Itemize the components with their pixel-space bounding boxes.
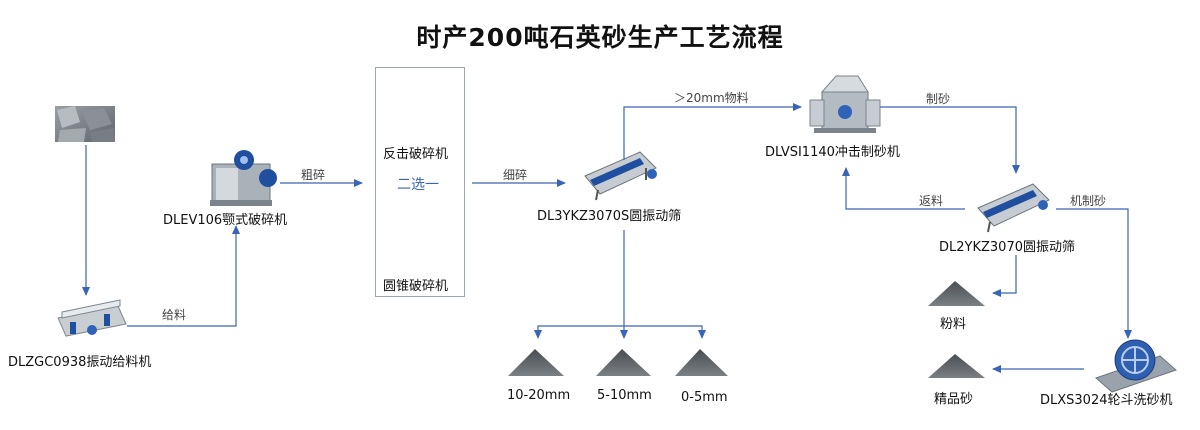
edge-label-over-20mm: ＞20mm物料: [674, 91, 749, 105]
arrow-sandmaker-to-screen2: [880, 106, 1020, 174]
impact-crusher-label: 反击破碎机: [383, 147, 449, 162]
product-label-5-10mm: 5-10mm: [597, 388, 652, 403]
product-label-fine-sand: 精品砂: [934, 392, 974, 407]
jaw-crusher-icon: [210, 150, 277, 206]
cone-crusher-label: 圆锥破碎机: [383, 279, 449, 294]
sand-making-machine-icon: [809, 75, 881, 133]
product-pile-powder: [928, 281, 985, 306]
product-pile-10-20mm: [508, 349, 564, 376]
edge-label-machine-sand: 机制砂: [1070, 194, 1107, 208]
feeder-label: DLZGC0938振动给料机: [8, 355, 152, 370]
raw-stone-image: [55, 106, 115, 142]
secondary-crusher-box: [375, 67, 465, 297]
edge-label-return: 返料: [919, 194, 944, 208]
page-title: 时产200吨石英砂生产工艺流程: [416, 23, 784, 52]
edge-label-fine-crush: 细碎: [503, 168, 528, 182]
arrow-screen2-to-powder: [992, 255, 1017, 297]
product-pile-fine-sand: [928, 354, 985, 378]
sand-washer-icon: [1095, 339, 1177, 393]
product-pile-0-5mm: [675, 349, 728, 376]
product-pile-5-10mm: [596, 349, 651, 376]
arrow-screen2-to-washer: [1056, 208, 1132, 339]
arrow-feeder-to-jaw: [127, 225, 240, 327]
choose-one-label: 二选一: [397, 177, 439, 193]
arrow-screen1-to-sandmaker: [623, 103, 802, 160]
edge-label-feed: 给料: [162, 308, 187, 322]
edge-label-make-sand: 制砂: [926, 92, 951, 106]
screen-1-label: DL3YKZ3070S圆振动筛: [537, 209, 682, 224]
jaw-crusher-label: DLEV106颚式破碎机: [163, 213, 288, 228]
arrow-screen2-return: [842, 167, 965, 210]
vibrating-screen-2-icon: [977, 183, 1050, 233]
vibrating-feeder-icon: [57, 299, 127, 337]
sand-maker-label: DLVSI1140冲击制砂机: [765, 145, 900, 160]
screen-2-label: DL2YKZ3070圆振动筛: [939, 240, 1075, 255]
vibrating-screen-1-icon: [584, 151, 657, 201]
sand-washer-label: DLXS3024轮斗洗砂机: [1040, 393, 1173, 408]
product-label-powder: 粉料: [940, 317, 967, 332]
edge-label-coarse-crush: 粗碎: [301, 168, 326, 182]
product-label-10-20mm: 10-20mm: [507, 388, 571, 403]
arrow-branch-0-5: [624, 325, 706, 339]
product-label-0-5mm: 0-5mm: [681, 390, 728, 405]
arrow-branch-10-20: [534, 325, 624, 339]
